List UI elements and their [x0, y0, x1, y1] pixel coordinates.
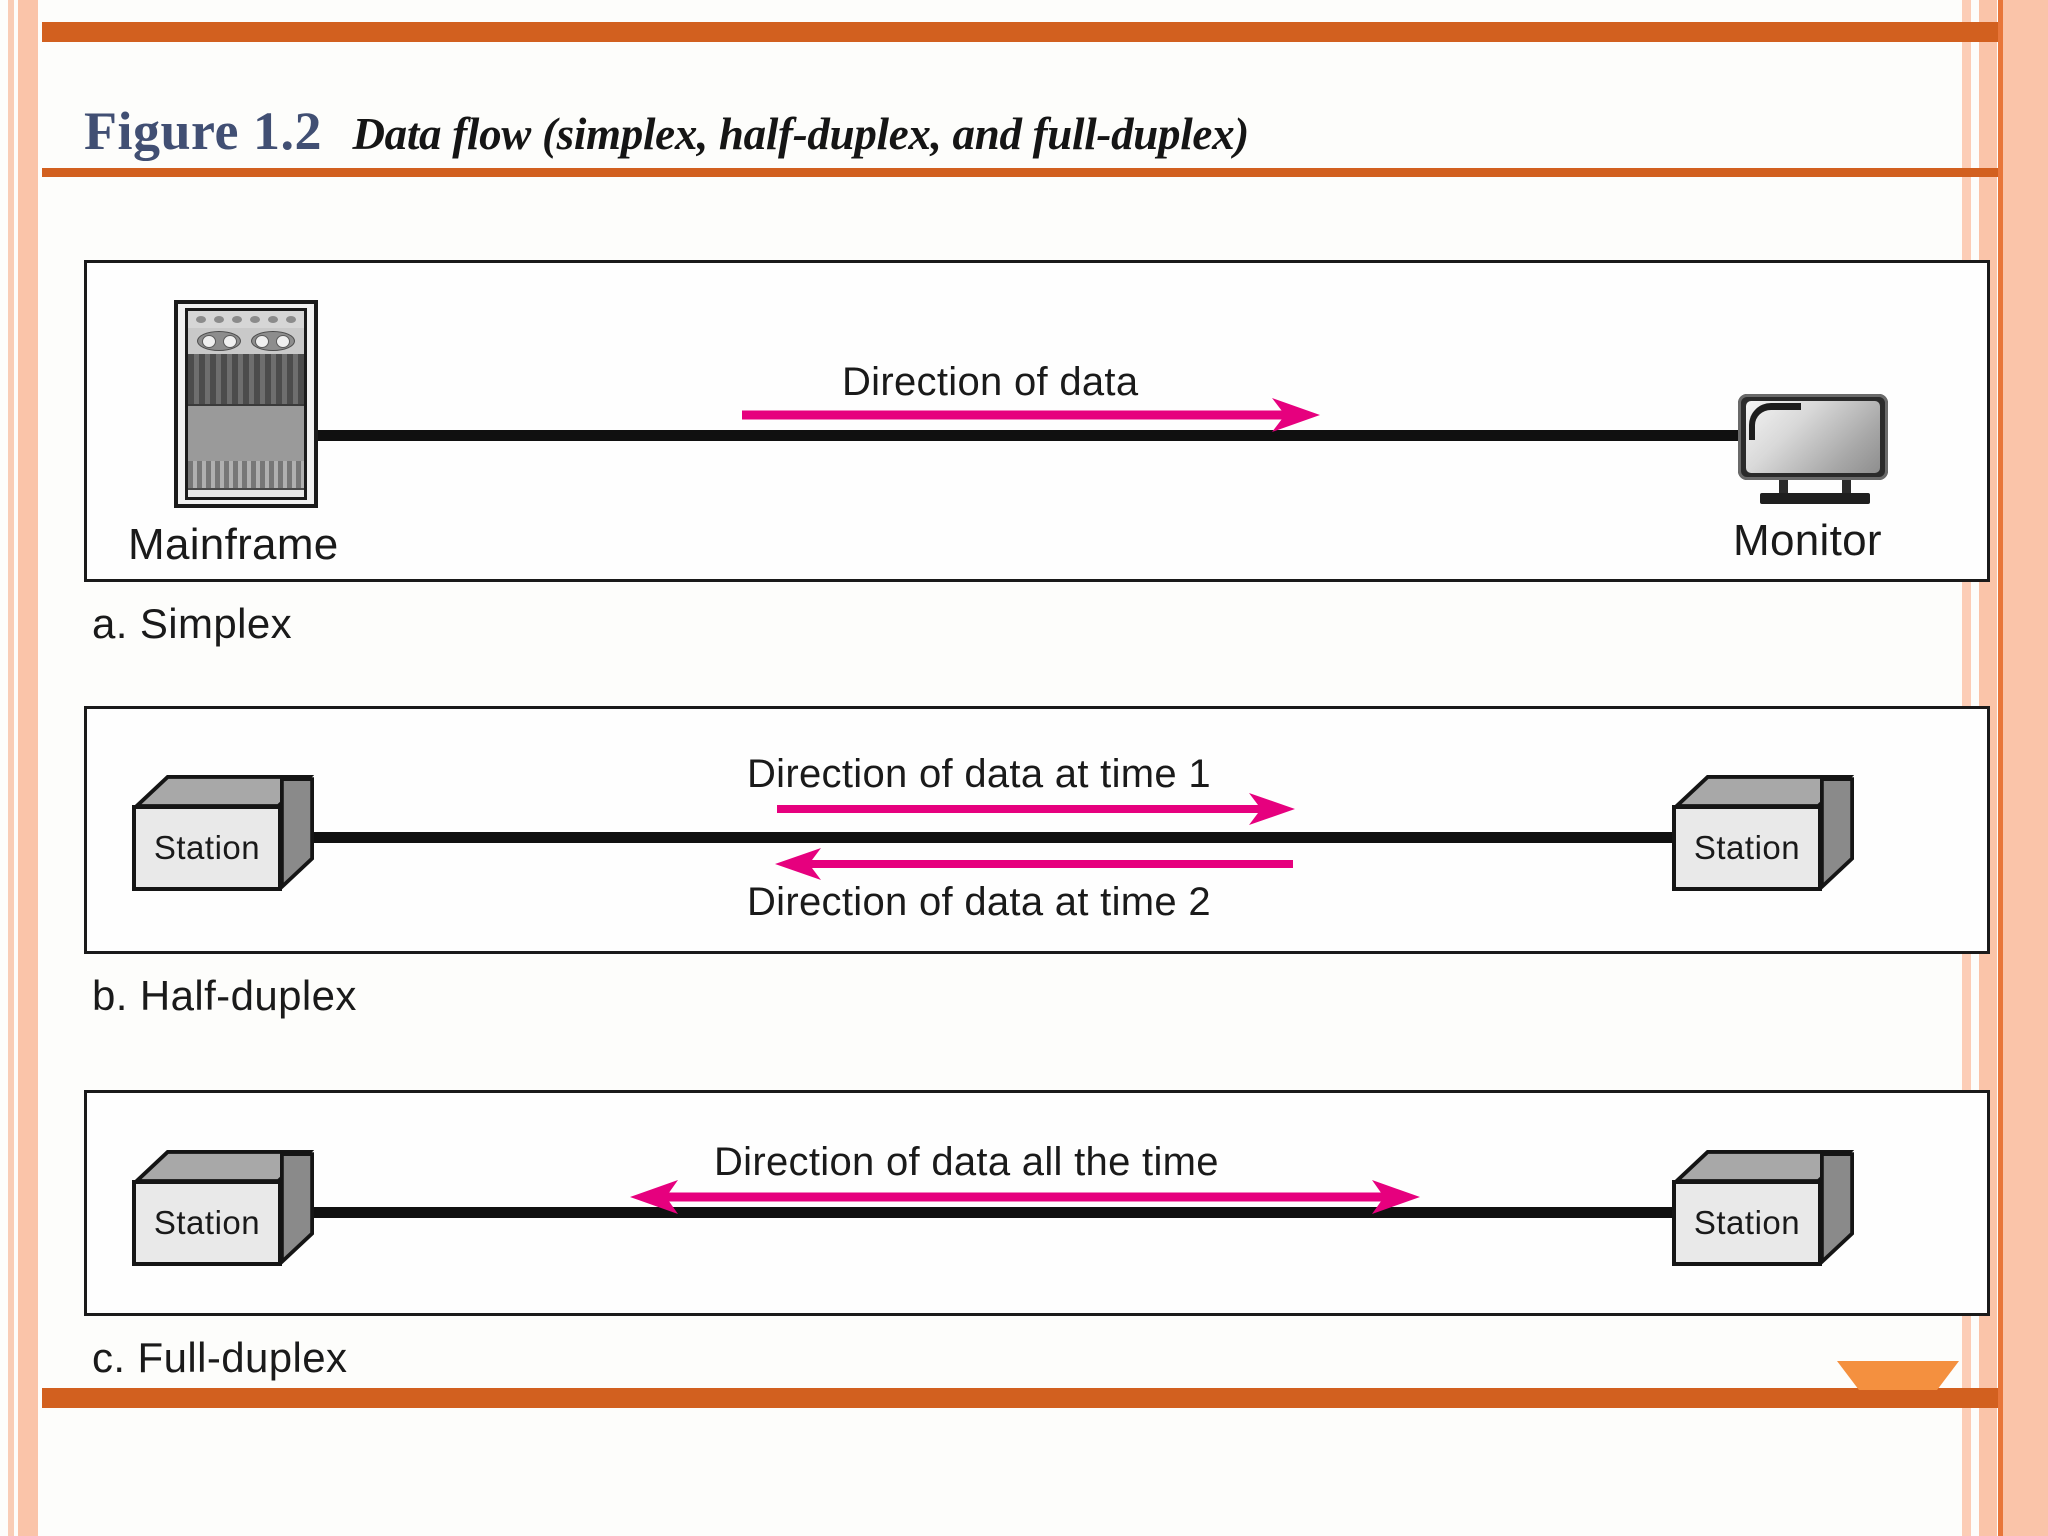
arrow-half-duplex-left: [775, 848, 1293, 880]
arrow-half-duplex-right: [777, 793, 1295, 825]
station-label: Station: [153, 1204, 261, 1241]
figure-caption: Data flow (simplex, half-duplex, and ful…: [352, 109, 1249, 159]
station-icon-right-full: Station: [1672, 1150, 1854, 1266]
arrow-full-duplex-bidirectional: [630, 1180, 1420, 1214]
monitor-stand-leg: [1779, 480, 1788, 494]
monitor-icon: [1738, 394, 1888, 506]
top-rule: [42, 22, 1998, 42]
monitor-label: Monitor: [1733, 516, 1882, 565]
link-wire-full-duplex: [240, 1207, 1765, 1218]
figure-number: Figure 1.2: [84, 101, 322, 161]
monitor-screen: [1746, 401, 1880, 473]
monitor-glare: [1749, 403, 1801, 440]
mainframe-vent-light: [188, 461, 304, 489]
station-front-face: Station: [1672, 805, 1822, 891]
arrow-label-full: Direction of data all the time: [714, 1140, 1219, 1184]
right-edge-orange-line: [1998, 0, 2003, 1536]
monitor-stand-base: [1760, 493, 1870, 504]
station-side-face: [280, 777, 314, 891]
station-side-face: [280, 1152, 314, 1266]
link-wire-simplex: [310, 430, 1750, 441]
station-icon-right-half: Station: [1672, 775, 1854, 891]
panel-simplex: [84, 260, 1990, 582]
mainframe-vent-dark: [188, 354, 304, 406]
station-side-face: [1820, 1152, 1854, 1266]
station-label: Station: [153, 829, 261, 866]
page-title: Figure 1.2 Data flow (simplex, half-dupl…: [84, 100, 1249, 162]
title-underline-rule: [42, 168, 1998, 177]
station-icon-left-full: Station: [132, 1150, 314, 1266]
caption-half-duplex: b. Half-duplex: [92, 972, 357, 1019]
station-front-face: Station: [132, 1180, 282, 1266]
mainframe-base: [188, 488, 304, 497]
arrow-label-half-time2: Direction of data at time 2: [747, 880, 1211, 924]
tape-reel-icon: [250, 331, 295, 351]
arrow-simplex-right: [742, 398, 1320, 432]
left-edge-band: [18, 0, 38, 1536]
mainframe-icon: [174, 300, 318, 508]
mainframe-blank-panel: [188, 406, 304, 461]
bottom-rule: [42, 1388, 1998, 1408]
station-side-face: [1820, 777, 1854, 891]
monitor-stand-leg: [1842, 480, 1851, 494]
mainframe-tape-reels: [188, 328, 304, 354]
left-edge-stripe: [8, 0, 14, 1536]
station-front-face: Station: [132, 805, 282, 891]
right-edge-fill: [2003, 0, 2048, 1536]
station-icon-left-half: Station: [132, 775, 314, 891]
arrow-label-simplex: Direction of data: [842, 360, 1139, 404]
caption-simplex: a. Simplex: [92, 600, 293, 647]
bottom-triangle-ornament: [1837, 1361, 1959, 1390]
station-label: Station: [1693, 1204, 1801, 1241]
mainframe-label: Mainframe: [128, 520, 339, 569]
tape-reel-icon: [197, 331, 242, 351]
station-label: Station: [1693, 829, 1801, 866]
caption-full-duplex: c. Full-duplex: [92, 1334, 348, 1381]
station-front-face: Station: [1672, 1180, 1822, 1266]
mainframe-face: [185, 308, 307, 500]
link-wire-half-duplex: [240, 832, 1765, 843]
mainframe-indicator-lights: [188, 311, 304, 328]
arrow-label-half-time1: Direction of data at time 1: [747, 752, 1211, 796]
